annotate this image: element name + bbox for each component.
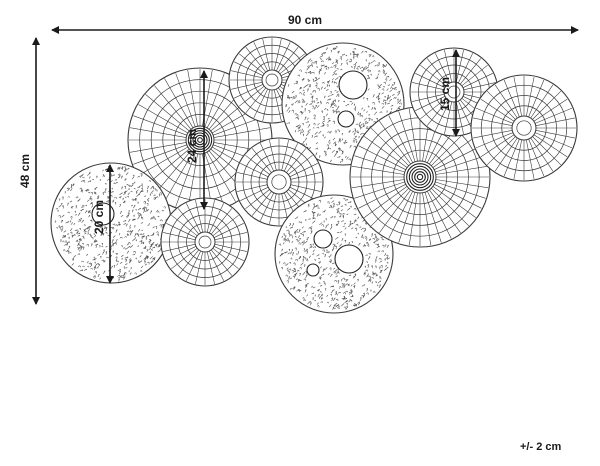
diameter-15-label: 15 cm bbox=[438, 77, 452, 111]
diameter-24-label: 24 cm bbox=[185, 129, 199, 163]
height-dimension: 48 cm bbox=[18, 37, 40, 305]
circle-lower-left-small-spoke bbox=[160, 197, 250, 287]
width-label: 90 cm bbox=[288, 13, 322, 27]
circle-far-right-spoke bbox=[470, 74, 578, 182]
diameter-24-dimension: 24 cm bbox=[185, 70, 208, 210]
circle-center-small-spoke bbox=[234, 137, 324, 227]
height-label: 48 cm bbox=[18, 154, 32, 188]
circle-left-speckled bbox=[50, 162, 172, 284]
diameter-15-dimension: 15 cm bbox=[438, 49, 460, 137]
diameter-20-dimension: 20 cm bbox=[92, 164, 114, 284]
circle-lower-speckled bbox=[274, 194, 394, 314]
width-dimension: 90 cm bbox=[51, 13, 579, 34]
diameter-20-label: 20 cm bbox=[92, 200, 106, 234]
circles-group bbox=[50, 36, 578, 314]
tolerance-label: +/- 2 cm bbox=[520, 441, 562, 453]
